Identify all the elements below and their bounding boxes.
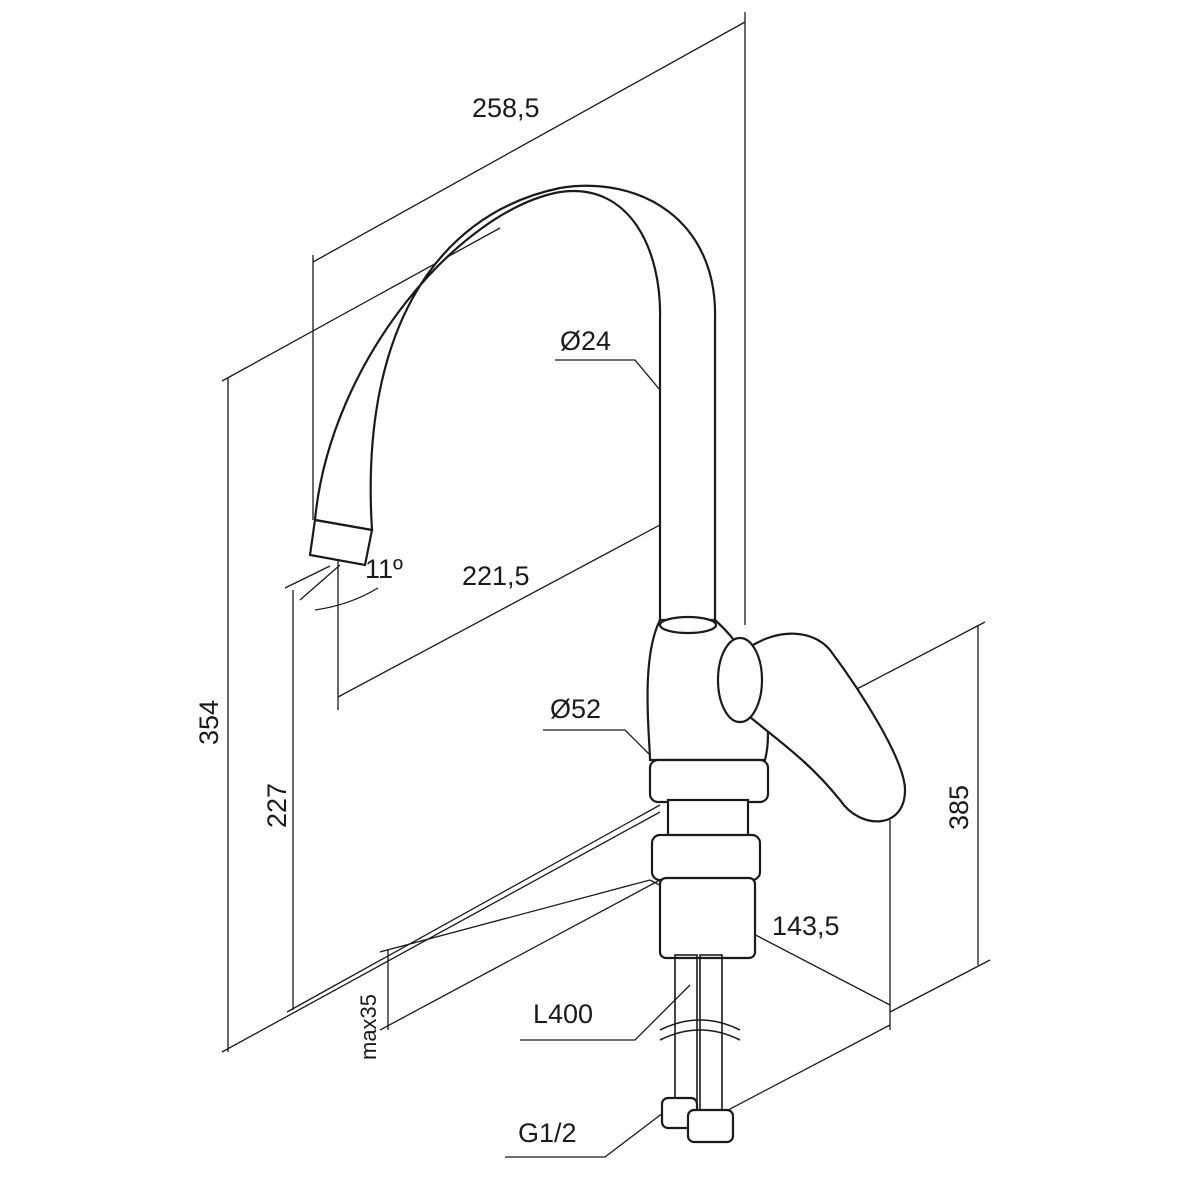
- dim-spout-reach: 221,5: [462, 561, 530, 591]
- dim-hose-length: L400: [533, 999, 593, 1029]
- dim-spout-diameter: Ø24: [560, 326, 611, 356]
- dim-spout-length: 258,5: [472, 93, 540, 123]
- faucet-outline: [308, 184, 907, 1144]
- dim-max-countertop: max35: [356, 994, 381, 1060]
- dim-handle-height: 385: [944, 785, 974, 830]
- dim-connection-thread: G1/2: [518, 1118, 577, 1148]
- dimension-lines: [221, 12, 991, 1158]
- dim-spout-angle: 11º: [365, 554, 403, 584]
- dim-spout-height: 227: [262, 783, 292, 828]
- dim-handle-reach: 143,5: [772, 911, 840, 941]
- dim-total-height: 354: [194, 700, 224, 745]
- dim-body-diameter: Ø52: [550, 694, 601, 724]
